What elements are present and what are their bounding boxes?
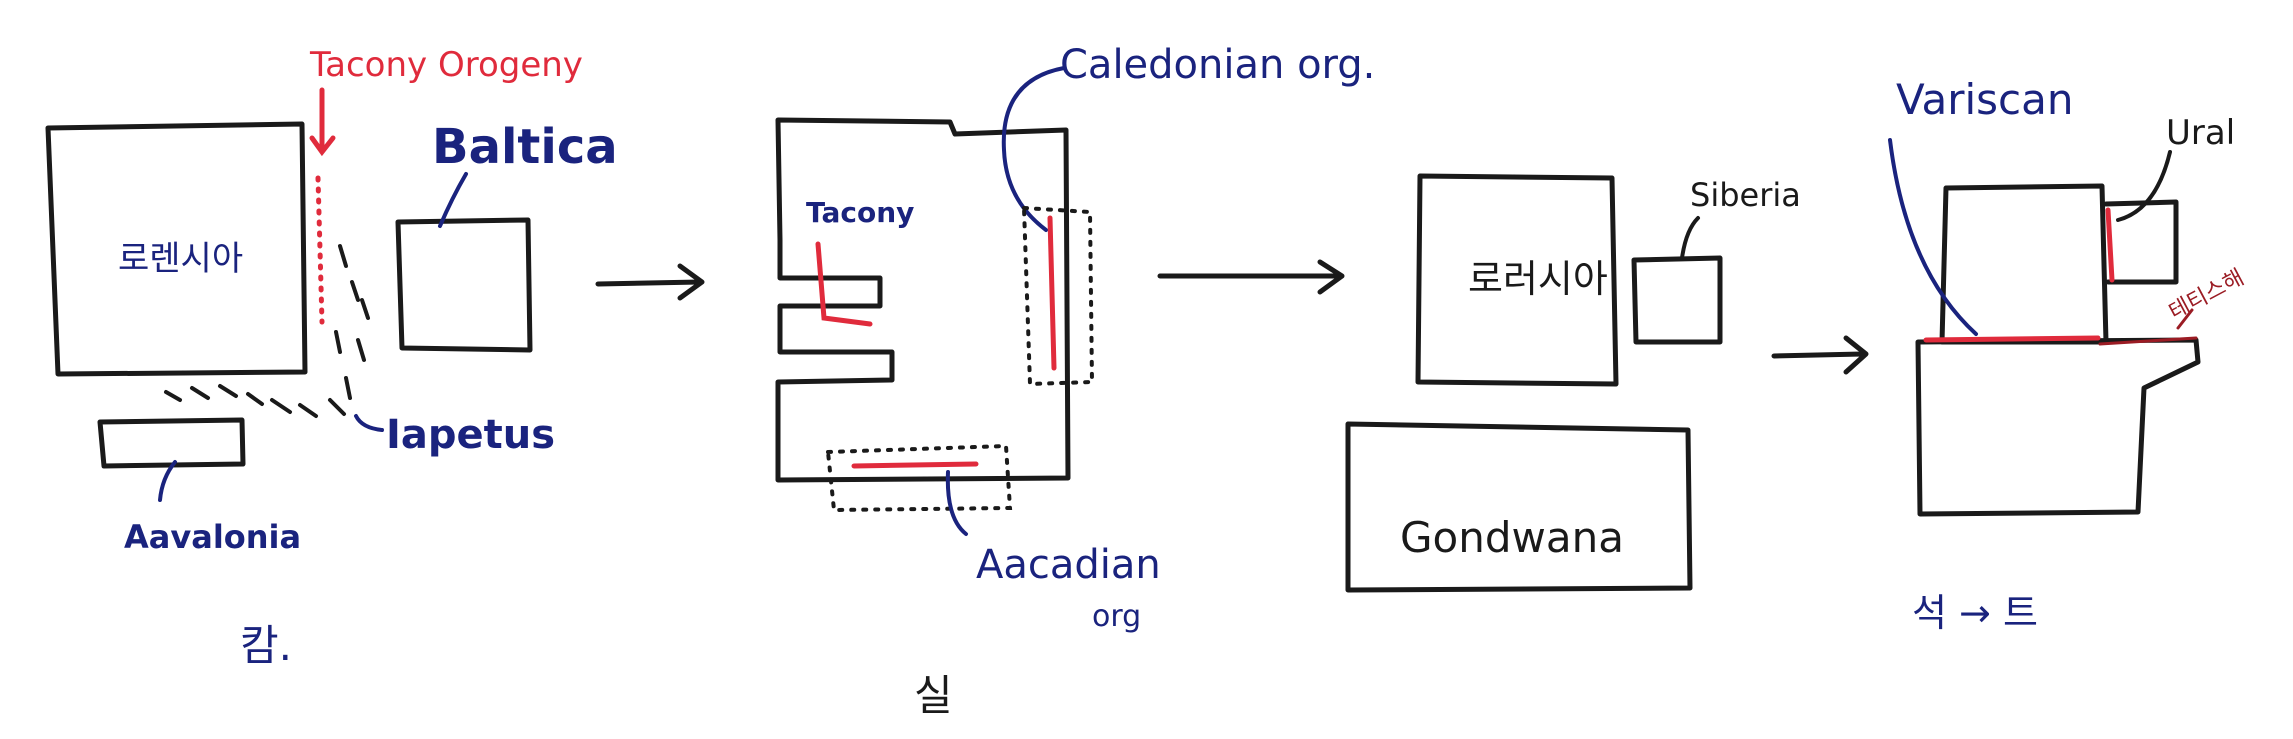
acadian-label-line2: org xyxy=(1092,599,1141,634)
acadian-pointer xyxy=(945,470,968,536)
caledonian-dotted-box xyxy=(1021,205,1095,387)
stage-3-devonian: 로러시아 Siberia Gondwana xyxy=(1345,173,1801,593)
laurentia-label: 로렌시아 xyxy=(118,239,243,279)
baltica-block xyxy=(395,217,533,353)
avalonia-block xyxy=(97,417,246,469)
variscan-pointer xyxy=(1888,138,1978,336)
acadian-suture xyxy=(851,461,979,469)
transition-arrow-1 xyxy=(595,263,705,301)
pangaea-gondwana-block xyxy=(1915,337,2201,517)
tacony-orogeny-dots xyxy=(315,175,325,325)
iapetus-label: Iapetus xyxy=(386,412,555,458)
gondwana-label: Gondwana xyxy=(1400,513,1624,562)
laurussia-label: 로러시아 xyxy=(1468,257,1608,301)
transition-arrow-3 xyxy=(1771,335,1869,375)
avalonia-pointer xyxy=(158,460,177,502)
ural-suture xyxy=(2105,207,2115,283)
laurussia-block xyxy=(1415,173,1619,387)
tacony-orogeny-arrow xyxy=(309,87,336,157)
siberia-label: Siberia xyxy=(1690,176,1801,214)
tacony-orogeny-label: Tacony Orogeny xyxy=(309,45,583,85)
iapetus-ocean-dashes xyxy=(164,244,370,418)
siberia-block xyxy=(1631,255,1723,345)
tethys-strip xyxy=(2098,336,2198,346)
period-label-silurian: 실 xyxy=(914,671,953,720)
tacony-pointer-red xyxy=(815,241,873,327)
gondwana-block xyxy=(1345,421,1693,593)
acadian-dotted-box xyxy=(825,443,1013,513)
stage-4-carboniferous-triassic: Variscan Ural 테티스해 석 → 트 xyxy=(1888,75,2248,635)
stage-2-silurian: Tacony Caledonian org. Aacadian org 실 xyxy=(775,42,1375,720)
tethys-pointer xyxy=(2176,308,2194,330)
caledonian-label: Caledonian org. xyxy=(1060,42,1375,88)
tacony-label: Tacony xyxy=(806,196,914,229)
acadian-label-line1: Aacadian xyxy=(976,542,1161,588)
stage-1-cambrian: 로렌시아 Baltica Aavalonia Tacony Orogeny xyxy=(45,45,618,670)
period-label-carboniferous-triassic: 석 → 트 xyxy=(1912,591,2038,635)
siberia-pointer xyxy=(1680,216,1700,260)
baltica-label: Baltica xyxy=(432,119,618,175)
caledonian-suture xyxy=(1047,215,1057,371)
ural-pointer xyxy=(2116,150,2172,222)
pangaea-laurussia-block xyxy=(1939,183,2109,345)
caledonian-pointer xyxy=(1001,66,1066,232)
transition-arrow-2 xyxy=(1157,259,1345,295)
period-label-cambrian: 캄. xyxy=(240,621,292,670)
ural-label: Ural xyxy=(2166,113,2235,153)
iapetus-pointer xyxy=(354,414,384,432)
laurentia-block xyxy=(45,121,308,377)
variscan-label: Variscan xyxy=(1896,75,2073,124)
siberia-attached-block xyxy=(2103,199,2179,285)
variscan-suture xyxy=(1923,335,2101,343)
merged-continent-block xyxy=(775,117,1071,483)
baltica-pointer xyxy=(438,172,468,228)
avalonia-label: Aavalonia xyxy=(124,518,301,556)
